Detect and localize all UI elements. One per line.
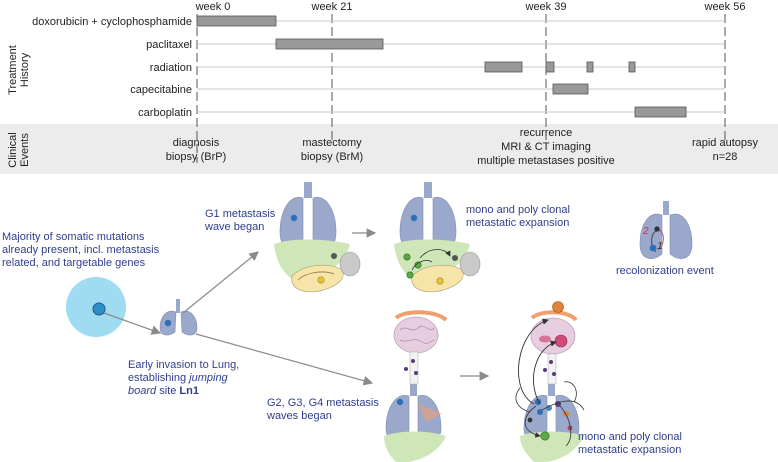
treatment-bar-paclitaxel: [275, 38, 384, 50]
recolonization-step-2: 2: [642, 226, 649, 237]
svg-text:mastectomy: mastectomy: [302, 137, 362, 149]
timeline: week 0 week 21 week 39 week 56 Treatment…: [0, 1, 778, 174]
treatment-label: paclitaxel: [146, 39, 192, 51]
recolonization-text: recolonization event: [616, 265, 714, 277]
g234-wave-text: G2, G3, G4 metastasis waves began: [266, 397, 379, 422]
svg-text:History: History: [19, 52, 31, 87]
week-label-39: week 39: [525, 1, 567, 13]
svg-text:biopsy (BrP): biopsy (BrP): [166, 151, 227, 163]
svg-text:Events: Events: [19, 133, 31, 167]
arrow-to-g234: [195, 333, 374, 386]
svg-text:diagnosis: diagnosis: [173, 137, 220, 149]
svg-text:metastatic expansion: metastatic expansion: [466, 217, 569, 229]
event-week21: mastectomy biopsy (BrM): [301, 137, 363, 163]
svg-text:waves began: waves began: [266, 410, 332, 422]
svg-text:Early invasion to Lung,: Early invasion to Lung,: [128, 359, 239, 371]
svg-text:Treatment: Treatment: [7, 45, 19, 95]
body-g234-icon: [384, 310, 448, 462]
treatment-label: capecitabine: [130, 84, 192, 96]
arrow-primary-to-lung: [103, 312, 162, 335]
treatment-label: radiation: [150, 62, 192, 74]
treatment-bar-capecitabine: [552, 83, 589, 95]
body-expansion-bottom-icon: [515, 301, 585, 462]
treatment-bar-radiation: [484, 61, 523, 73]
torso-expansion-top-icon: [394, 182, 481, 293]
section-label-treatment: Treatment History: [7, 45, 31, 95]
recolonization-lung-icon: 2 1: [639, 201, 693, 259]
svg-text:Majority of somatic mutations: Majority of somatic mutations: [2, 231, 145, 243]
treatment-bar-radiation: [628, 61, 636, 73]
primary-tumor-text: Majority of somatic mutations already pr…: [2, 231, 160, 269]
event-week56: rapid autopsy n=28: [692, 137, 759, 163]
svg-text:already present, incl. metasta: already present, incl. metastasis: [2, 244, 160, 256]
g1-wave-text: G1 metastasis wave began: [204, 208, 276, 233]
svg-text:metastatic expansion: metastatic expansion: [578, 444, 681, 456]
svg-text:n=28: n=28: [713, 151, 738, 163]
row-lines: [197, 20, 725, 113]
treatment-bar-carboplatin: [634, 106, 687, 118]
lung-icon-ln1: [159, 299, 198, 336]
svg-text:rapid autopsy: rapid autopsy: [692, 137, 759, 149]
svg-text:related, and targetable genes: related, and targetable genes: [2, 257, 146, 269]
mono-poly-bottom-text: mono and poly clonal metastatic expansio…: [578, 431, 682, 456]
week-label-21: week 21: [311, 1, 353, 13]
svg-text:recurrence: recurrence: [520, 127, 573, 139]
torso-g1-icon: [274, 182, 361, 293]
treatment-label: carboplatin: [138, 107, 192, 119]
svg-text:wave began: wave began: [204, 221, 264, 233]
svg-text:G1 metastasis: G1 metastasis: [205, 208, 276, 220]
svg-text:biopsy (BrM): biopsy (BrM): [301, 151, 363, 163]
treatment-bar-radiation: [545, 61, 555, 73]
svg-text:establishing jumping: establishing jumping: [128, 372, 229, 384]
svg-text:G2, G3, G4 metastasis: G2, G3, G4 metastasis: [267, 397, 379, 409]
arrow-to-g1: [182, 251, 259, 314]
metastasis-diagram: Majority of somatic mutations already pr…: [2, 182, 714, 462]
treatment-label: doxorubicin + cyclophosphamide: [32, 16, 192, 28]
early-invasion-text: Early invasion to Lung, establishing jum…: [128, 359, 239, 397]
svg-text:mono and poly clonal: mono and poly clonal: [466, 204, 570, 216]
section-label-clinical: Clinical Events: [7, 132, 31, 167]
week-gridlines: [196, 14, 726, 163]
event-week0: diagnosis biopsy (BrP): [166, 137, 227, 163]
week-label-0: week 0: [195, 1, 231, 13]
mono-poly-top-text: mono and poly clonal metastatic expansio…: [466, 204, 570, 229]
event-week39: recurrence MRI & CT imaging multiple met…: [477, 127, 615, 167]
svg-text:mono and poly clonal: mono and poly clonal: [578, 431, 682, 443]
primary-tumor-icon: [66, 277, 126, 337]
week-label-56: week 56: [704, 1, 746, 13]
svg-text:board site Ln1: board site Ln1: [128, 385, 199, 397]
clinical-events-band: [0, 124, 778, 174]
treatment-bar-radiation: [586, 61, 594, 73]
svg-text:MRI & CT imaging: MRI & CT imaging: [501, 141, 591, 153]
svg-text:multiple metastases positive: multiple metastases positive: [477, 155, 615, 167]
treatment-bar-doxorubicin: [196, 15, 277, 27]
recolonization-step-1: 1: [657, 241, 663, 252]
svg-text:Clinical: Clinical: [7, 132, 19, 167]
